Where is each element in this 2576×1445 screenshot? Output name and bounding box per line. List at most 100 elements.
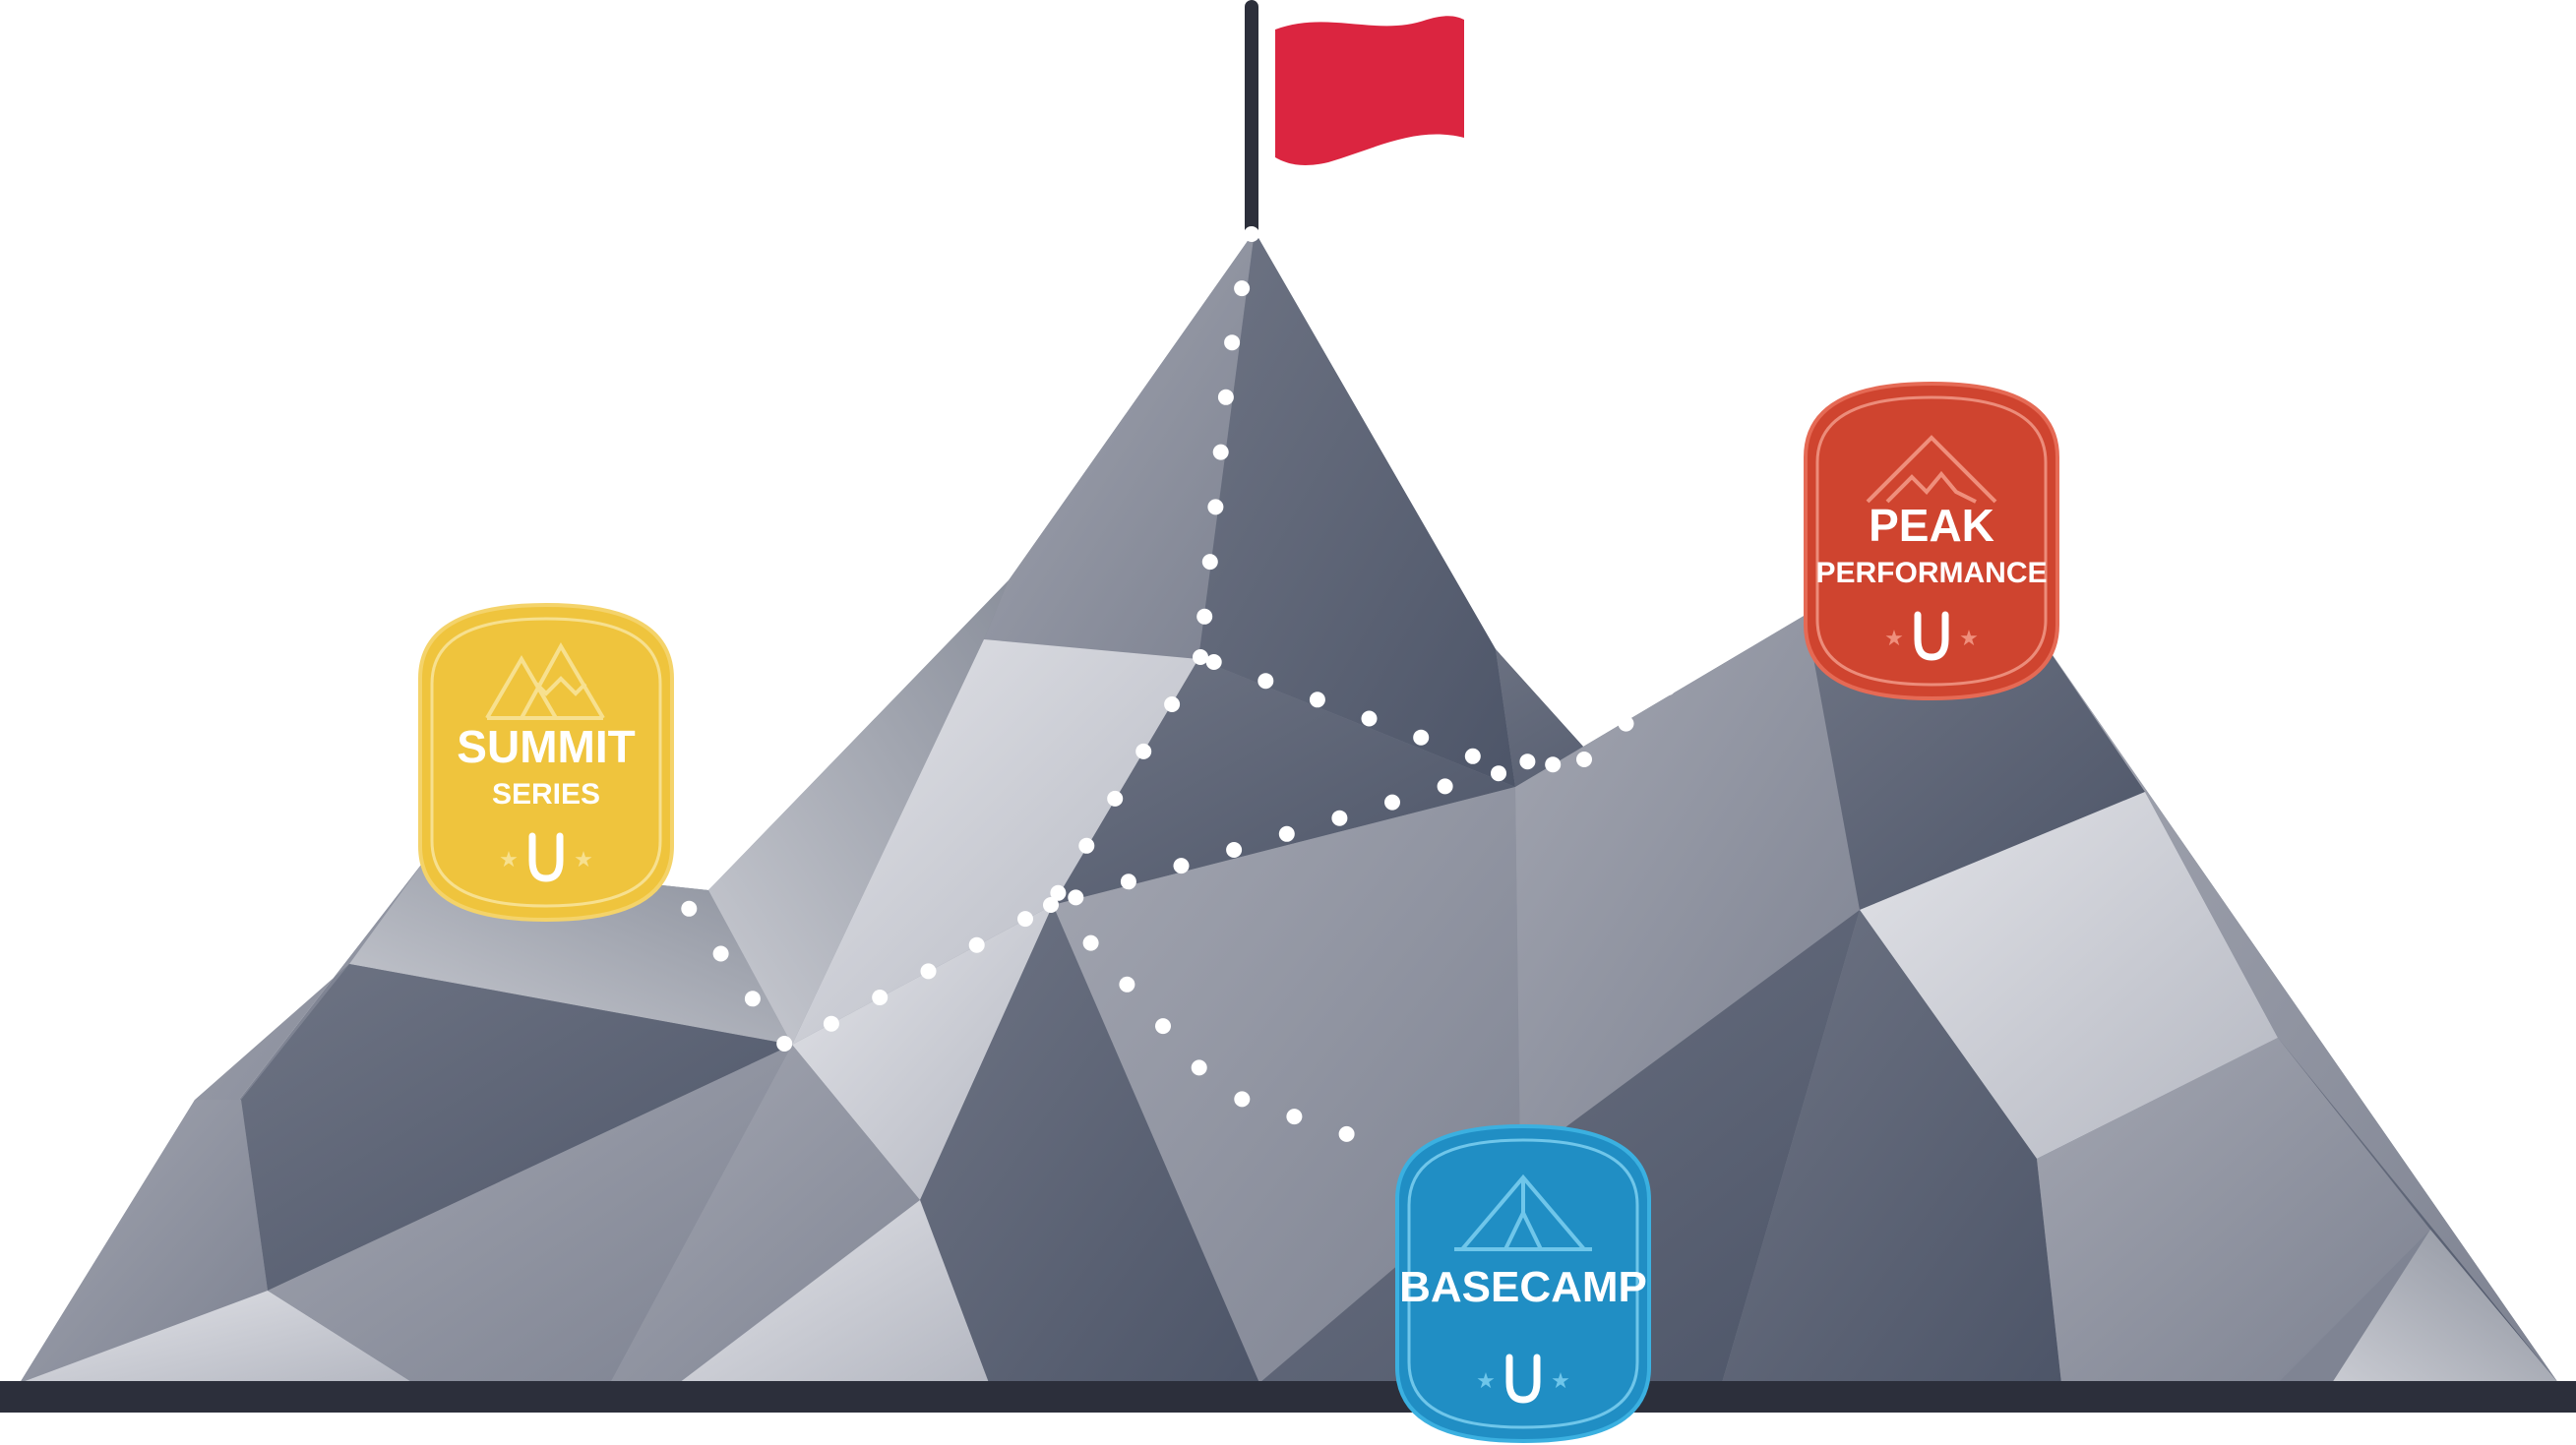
badge-shield bbox=[1395, 1123, 1651, 1444]
svg-text:★: ★ bbox=[499, 848, 519, 873]
trail-dot bbox=[1119, 976, 1135, 993]
badge-subtitle: SERIES bbox=[492, 778, 600, 811]
facet bbox=[2278, 1038, 2558, 1383]
facet bbox=[1515, 615, 1860, 1161]
trail-dot bbox=[1338, 1125, 1355, 1142]
trail-dot bbox=[1660, 680, 1676, 696]
trail-dot bbox=[1224, 334, 1241, 351]
svg-text:★: ★ bbox=[1959, 627, 1979, 651]
flag-icon bbox=[1275, 16, 1464, 165]
badge-inner-border bbox=[1407, 1138, 1639, 1429]
svg-text:★: ★ bbox=[1551, 1369, 1570, 1394]
trail-dot bbox=[1234, 1091, 1251, 1108]
trail-dot bbox=[968, 936, 985, 953]
trail-dot bbox=[1017, 911, 1033, 928]
trail-dot bbox=[1196, 608, 1213, 625]
trail-dot bbox=[1234, 280, 1251, 297]
facet bbox=[1860, 792, 2278, 1159]
trail-dot bbox=[1226, 842, 1243, 858]
trail-dot bbox=[1309, 692, 1325, 708]
badge-title: PEAK bbox=[1869, 500, 1994, 551]
u-logo-icon: ★ ★ bbox=[499, 832, 593, 882]
facet bbox=[679, 1200, 989, 1383]
trail-dot bbox=[1205, 654, 1222, 670]
trail-dot bbox=[1519, 753, 1536, 770]
facet bbox=[1722, 910, 2061, 1383]
trail-dot bbox=[1744, 608, 1760, 625]
trail-dot bbox=[1257, 673, 1274, 690]
trail-dot bbox=[1082, 934, 1099, 951]
facet bbox=[792, 905, 1053, 1200]
trail-dot bbox=[1491, 765, 1506, 782]
trail-dot bbox=[712, 945, 729, 962]
mountain-range bbox=[20, 231, 2558, 1383]
trail-dot bbox=[1155, 1018, 1171, 1035]
trail-dot bbox=[1413, 729, 1430, 746]
badge-subtitle: PERFORMANCE bbox=[1815, 557, 2047, 589]
badge-inner-border bbox=[1815, 395, 2048, 687]
trail-dot bbox=[1207, 499, 1224, 515]
trail-dot bbox=[744, 991, 761, 1007]
facet bbox=[792, 639, 1198, 1045]
badge-peak-performance: PEAK PERFORMANCE ★ ★ bbox=[1804, 381, 2059, 701]
u-logo-icon: ★ ★ bbox=[1884, 611, 1979, 661]
facet bbox=[20, 1100, 268, 1383]
tent-icon bbox=[1454, 1174, 1592, 1251]
svg-text:★: ★ bbox=[574, 848, 593, 873]
trail-dot bbox=[1107, 790, 1124, 807]
mountains-icon bbox=[485, 641, 605, 720]
facet bbox=[241, 964, 792, 1291]
u-logo-icon: ★ ★ bbox=[1476, 1354, 1570, 1404]
summit-flag bbox=[1245, 0, 1464, 236]
facet bbox=[268, 1045, 792, 1383]
trail-dot bbox=[1050, 884, 1067, 901]
trail-paths bbox=[649, 226, 1760, 1142]
trail-dot bbox=[1618, 715, 1634, 732]
facet bbox=[920, 905, 1259, 1383]
trail-dot bbox=[1078, 837, 1095, 854]
trail-dot bbox=[1701, 643, 1718, 660]
trail-dot bbox=[1191, 1059, 1207, 1076]
peak-icon bbox=[1866, 435, 1997, 504]
svg-text:★: ★ bbox=[1476, 1369, 1496, 1394]
badge-title: SUMMIT bbox=[457, 721, 635, 772]
trail-dot bbox=[1164, 696, 1181, 712]
facet bbox=[708, 580, 1009, 1045]
trail-dot bbox=[1437, 778, 1453, 795]
badge-basecamp: BASECAMP ★ ★ bbox=[1395, 1123, 1651, 1444]
facet bbox=[2035, 630, 2558, 1383]
trail-dot bbox=[1201, 554, 1218, 571]
trail-dot bbox=[1212, 444, 1229, 460]
trail-dot bbox=[776, 1036, 793, 1052]
trail-dot bbox=[1068, 889, 1084, 906]
facet bbox=[20, 1291, 413, 1383]
trail-dot bbox=[1464, 748, 1481, 764]
trail-dot bbox=[823, 1015, 839, 1032]
trail-dot bbox=[872, 990, 889, 1005]
trail-dot bbox=[1244, 226, 1259, 242]
flag-pole bbox=[1245, 0, 1258, 236]
svg-text:★: ★ bbox=[1884, 627, 1904, 651]
trail-dot bbox=[1043, 897, 1059, 913]
badge-title: BASECAMP bbox=[1399, 1263, 1647, 1311]
trail-dot bbox=[1217, 389, 1234, 405]
trail-dot bbox=[1278, 825, 1295, 842]
ground-line bbox=[0, 1381, 2576, 1413]
trail-dot bbox=[1173, 858, 1190, 874]
badge-shield bbox=[1804, 381, 2059, 701]
trail-dot bbox=[1120, 873, 1136, 890]
trail-dot bbox=[681, 900, 698, 917]
facet bbox=[984, 231, 1255, 659]
facet bbox=[1053, 659, 1515, 905]
trail-dot bbox=[1545, 756, 1562, 773]
trail-dot bbox=[1576, 752, 1592, 767]
trail-dot bbox=[1331, 810, 1348, 826]
trail-dot bbox=[1135, 743, 1152, 759]
facet bbox=[1496, 615, 1806, 787]
trail-dot bbox=[1193, 649, 1208, 665]
facet bbox=[1198, 231, 1515, 787]
trail-dot bbox=[1361, 710, 1378, 727]
badge-inner-border bbox=[430, 617, 662, 908]
trail-dot bbox=[1286, 1109, 1303, 1125]
